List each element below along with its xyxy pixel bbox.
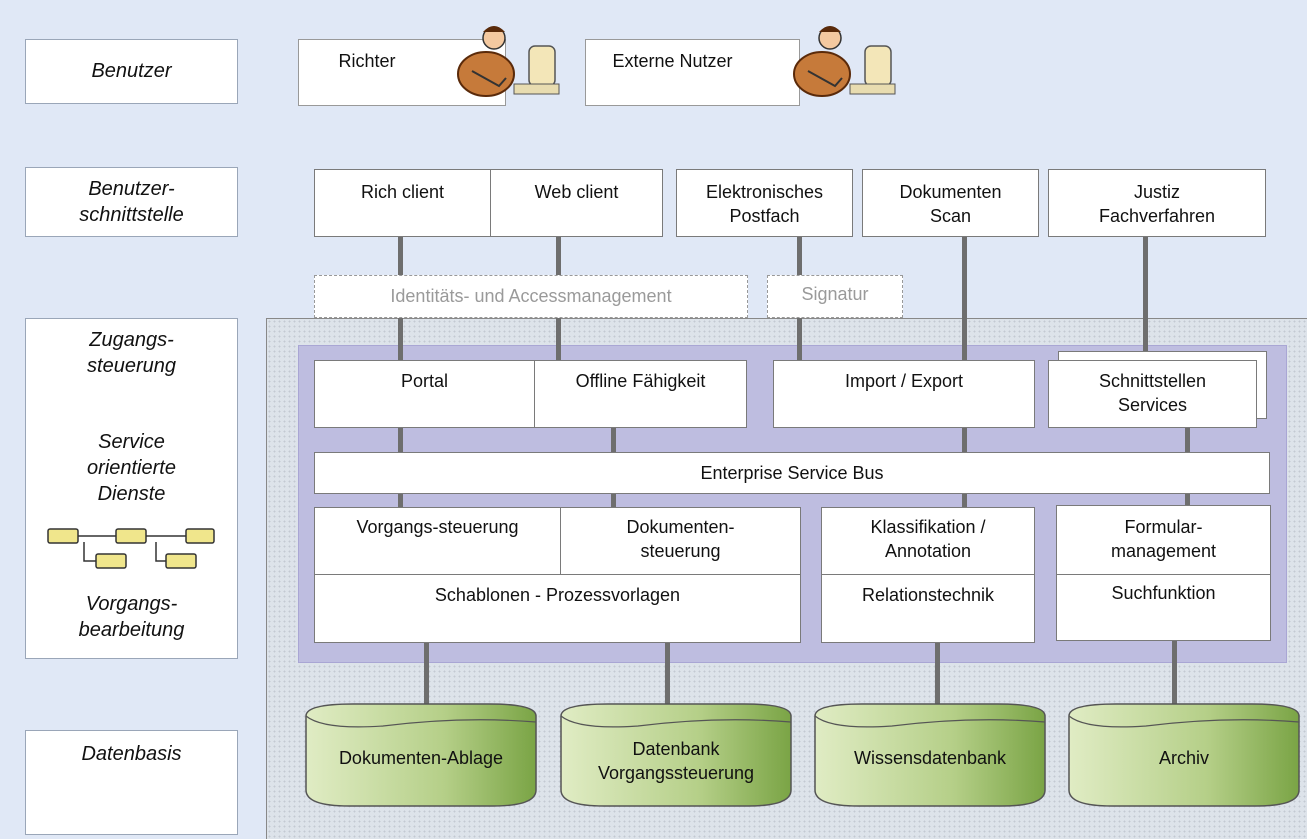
signatur-label: Signatur: [801, 284, 869, 304]
scan-box: Dokumenten Scan: [862, 169, 1039, 237]
database-cylinder: [305, 703, 537, 807]
suchfunktion-cell: Suchfunktion: [1057, 575, 1270, 640]
offline-label: Offline Fähigkeit: [575, 371, 706, 391]
db-archiv-label: Archiv: [1158, 748, 1209, 768]
rich-client-box: Rich client: [314, 169, 491, 237]
database-cylinder: [1068, 703, 1300, 807]
import-export-box: Import / Export: [773, 360, 1035, 428]
database-cylinder: [560, 703, 792, 807]
user-at-computer-icon: [793, 26, 896, 97]
dokumenten-steuerung-cell: Dokumenten- steuerung: [561, 508, 800, 575]
relationstechnik-label: Relationstechnik: [861, 585, 995, 605]
user-externe-label: Externe Nutzer: [612, 51, 733, 71]
layer-label-benutzer: Benutzer: [25, 39, 238, 104]
web-client-box: Web client: [490, 169, 663, 237]
db-wissensdatenbank: Wissensdatenbank: [812, 748, 1048, 769]
schnittstellen-services-box: Schnittstellen Services: [1048, 360, 1257, 428]
postfach-box: Elektronisches Postfach: [676, 169, 853, 237]
layer-label-schnittstelle: Benutzer- schnittstelle: [25, 167, 238, 237]
signatur-box: Signatur: [767, 275, 903, 318]
suchfunktion-label: Suchfunktion: [1111, 583, 1216, 603]
schablonen-label: Schablonen - Prozessvorlagen: [434, 585, 681, 605]
database-cylinder: [814, 703, 1046, 807]
db-archiv: Archiv: [1066, 748, 1302, 769]
user-at-computer-icon: [457, 26, 560, 97]
user-externe: Externe Nutzer: [585, 39, 800, 106]
import-export-label: Import / Export: [844, 371, 964, 391]
db-dokumenten-ablage: Dokumenten-Ablage: [303, 748, 539, 769]
layer-label-middle: Zugangs- steuerung Service orientierte D…: [25, 318, 238, 659]
klassifikation-group: Klassifikation / Annotation Relationstec…: [821, 507, 1035, 643]
layer-zugang-text: Zugangs- steuerung: [87, 329, 176, 377]
user-richter-label: Richter: [338, 51, 396, 71]
esb-label: Enterprise Service Bus: [700, 463, 884, 483]
portal-box: Portal: [314, 360, 535, 428]
rich-client-label: Rich client: [360, 182, 445, 202]
vorgangs-steuerung-cell: Vorgangs-steuerung: [315, 508, 561, 575]
db-wissen-label: Wissensdatenbank: [853, 748, 1007, 768]
vorgangsbearbeitung-group: Vorgangs-steuerung Dokumenten- steuerung…: [314, 507, 801, 643]
web-client-label: Web client: [534, 182, 619, 202]
layer-datenbasis-text: Datenbasis: [81, 743, 182, 765]
idm-label: Identitäts- und Accessmanagement: [390, 286, 672, 306]
connector: [1143, 237, 1148, 360]
schablonen-cell: Schablonen - Prozessvorlagen: [315, 575, 800, 642]
connector: [665, 640, 670, 720]
klassifikation-cell: Klassifikation / Annotation: [822, 508, 1034, 575]
db-vorgangssteuerung: Datenbank Vorgangssteuerung: [597, 739, 755, 783]
formular-cell: Formular- management: [1057, 506, 1270, 575]
connector: [935, 640, 940, 720]
justiz-box: Justiz Fachverfahren: [1048, 169, 1266, 237]
vorgangs-steuerung-label: Vorgangs-steuerung: [356, 517, 519, 537]
connector: [962, 237, 967, 360]
portal-label: Portal: [400, 371, 449, 391]
connector: [424, 640, 429, 720]
identity-access-management: Identitäts- und Accessmanagement: [314, 275, 748, 318]
layer-service-text: Service orientierte Dienste: [87, 431, 176, 505]
formular-group: Formular- management Suchfunktion: [1056, 505, 1271, 641]
process-flow-icon: [47, 528, 215, 569]
layer-vorgang-text: Vorgangs- bearbeitung: [78, 593, 185, 641]
offline-box: Offline Fähigkeit: [534, 360, 747, 428]
connector: [1172, 640, 1177, 720]
layer-label-datenbasis: Datenbasis: [25, 730, 238, 835]
layer-benutzer-text: Benutzer: [91, 60, 172, 82]
enterprise-service-bus: Enterprise Service Bus: [314, 452, 1270, 494]
db-ablage-label: Dokumenten-Ablage: [338, 748, 504, 768]
relationstechnik-cell: Relationstechnik: [822, 575, 1034, 642]
